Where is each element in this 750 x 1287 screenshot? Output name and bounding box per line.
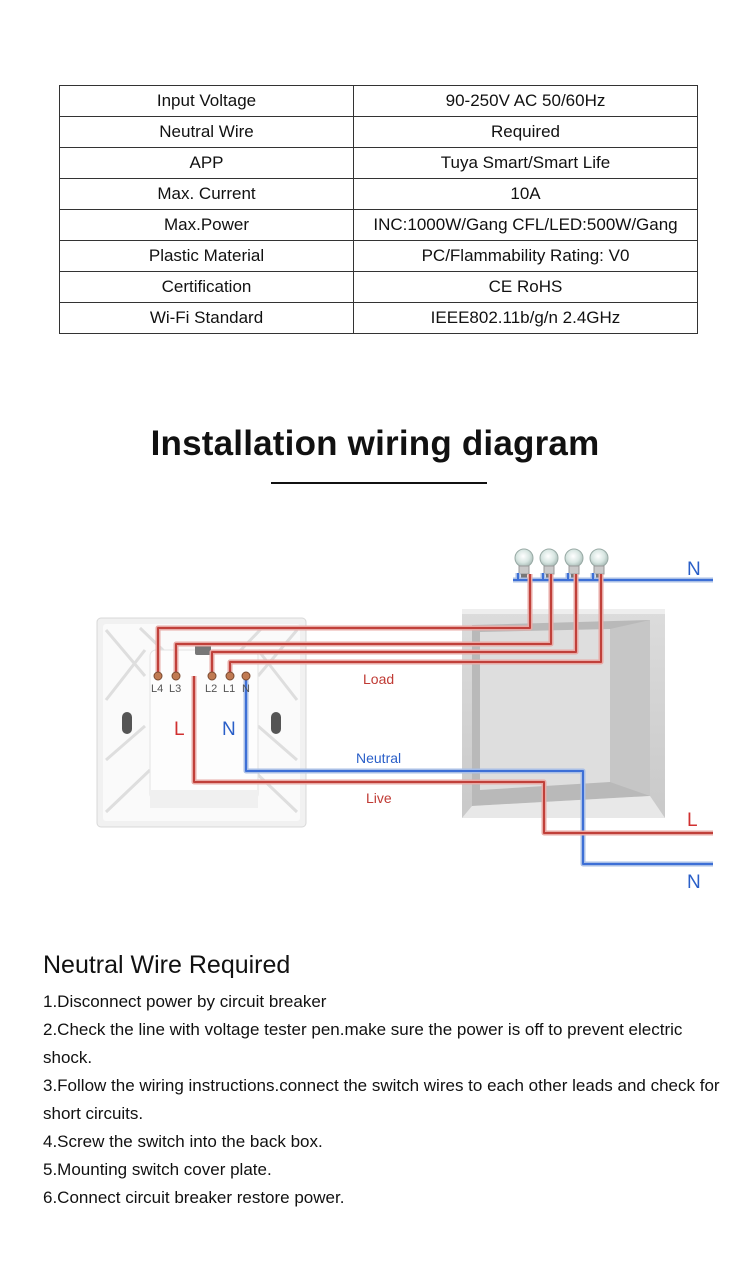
instruction-step: 2.Check the line with voltage tester pen… — [43, 1020, 683, 1067]
spec-label: Max. Current — [59, 178, 354, 210]
neutral-label: Neutral — [356, 750, 401, 766]
terminal-l3 — [171, 671, 181, 681]
terminal-label-l3: L3 — [169, 683, 181, 695]
load-label: Load — [363, 671, 394, 687]
spec-value: PC/Flammability Rating: V0 — [353, 240, 698, 272]
bulb-icon — [514, 548, 534, 578]
bulb-icon — [539, 548, 559, 578]
spec-value: 90-250V AC 50/60Hz — [353, 85, 698, 117]
mounting-slot-right — [271, 712, 281, 734]
neutral-wire — [243, 573, 713, 867]
switch-neutral-marker: N — [222, 719, 236, 740]
wiring-diagram: L4 L3 L2 L1 N L N Load Neutral Live N L … — [96, 548, 713, 893]
switch-back-plate — [96, 617, 307, 828]
live-wire — [191, 676, 713, 836]
terminal-l2 — [207, 671, 217, 681]
live-label: Live — [366, 790, 392, 806]
spec-label: Neutral Wire — [59, 116, 354, 148]
instruction-step: 6.Connect circuit breaker restore power. — [43, 1188, 345, 1207]
supply-live-label: L — [687, 810, 698, 831]
spec-value: INC:1000W/Gang CFL/LED:500W/Gang — [353, 209, 698, 241]
terminal-label-l4: L4 — [151, 683, 163, 695]
supply-neutral-top-label: N — [687, 559, 701, 580]
spec-label: Wi-Fi Standard — [59, 302, 354, 334]
spec-label: APP — [59, 147, 354, 179]
terminal-label-l1: L1 — [223, 683, 235, 695]
spec-value: 10A — [353, 178, 698, 210]
instructions-heading: Neutral Wire Required — [43, 951, 291, 979]
terminal-label-n: N — [242, 683, 250, 695]
instruction-step: 4.Screw the switch into the back box. — [43, 1132, 323, 1151]
spec-label: Max.Power — [59, 209, 354, 241]
back-box — [462, 609, 665, 818]
installation-instructions: Neutral Wire Required 1.Disconnect power… — [43, 948, 723, 1212]
light-bulbs — [514, 548, 609, 578]
switch-live-marker: L — [174, 719, 185, 740]
terminal-label-l2: L2 — [205, 683, 217, 695]
spec-value: CE RoHS — [353, 271, 698, 303]
instruction-step: 5.Mounting switch cover plate. — [43, 1160, 272, 1179]
spec-label: Certification — [59, 271, 354, 303]
spec-value: Required — [353, 116, 698, 148]
spec-value: IEEE802.11b/g/n 2.4GHz — [353, 302, 698, 334]
spec-label: Input Voltage — [59, 85, 354, 117]
terminal-n — [241, 671, 251, 681]
mounting-slot-left — [122, 712, 132, 734]
terminal-l4 — [153, 671, 163, 681]
section-title: Installation wiring diagram — [150, 424, 600, 463]
load-wires — [155, 574, 604, 676]
supply-neutral-bottom-label: N — [687, 872, 701, 893]
terminals — [153, 671, 251, 681]
spec-label: Plastic Material — [59, 240, 354, 272]
title-underline — [271, 482, 487, 484]
spec-value: Tuya Smart/Smart Life — [353, 147, 698, 179]
instruction-step: 1.Disconnect power by circuit breaker — [43, 992, 327, 1011]
instruction-step: 3.Follow the wiring instructions.connect… — [43, 1076, 720, 1123]
terminal-l1 — [225, 671, 235, 681]
